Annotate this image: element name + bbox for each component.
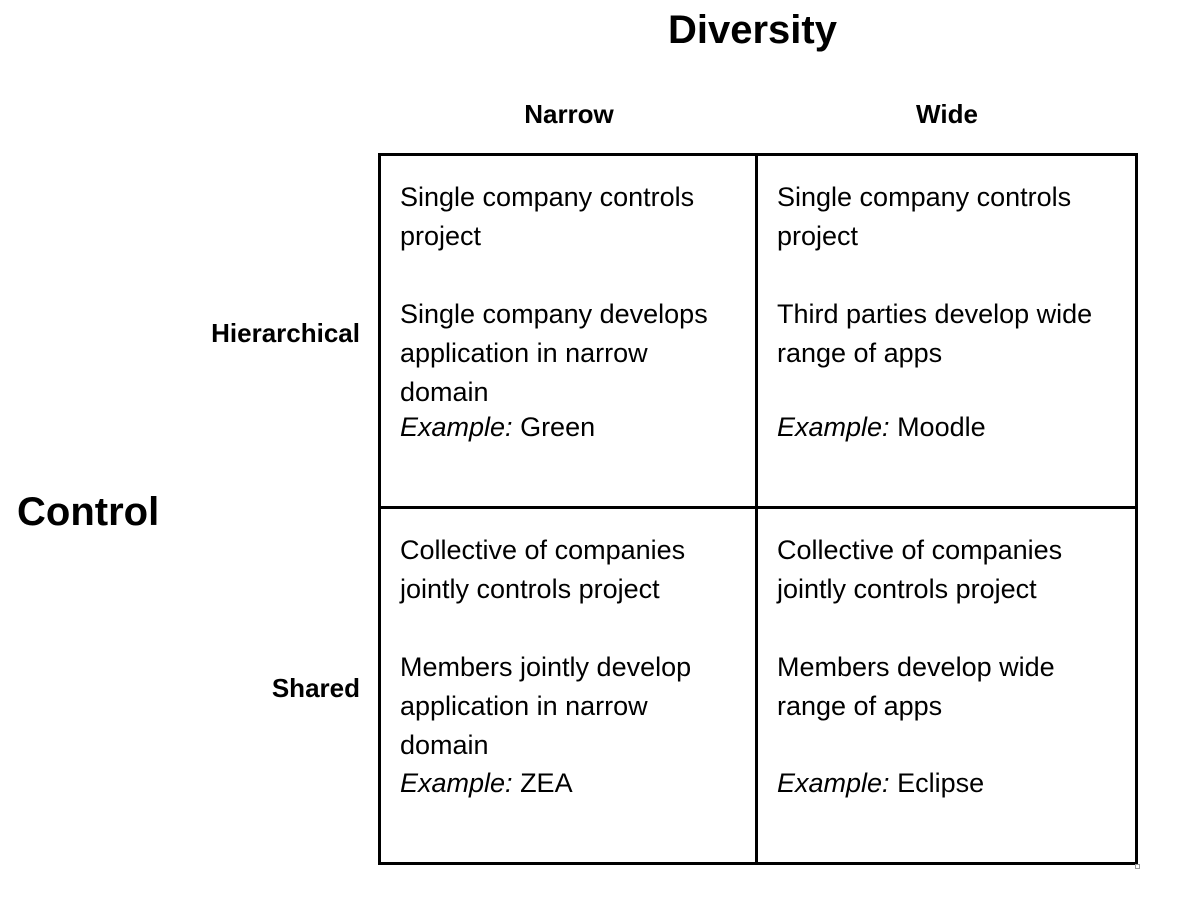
- example-label: Example:: [400, 412, 513, 442]
- column-label-wide: Wide: [916, 99, 978, 129]
- example-label: Example:: [400, 768, 513, 798]
- quadrant-grid: Single company controls project Single c…: [378, 153, 1138, 865]
- cell-shared-wide: Collective of companies jointly controls…: [758, 509, 1135, 862]
- column-label-narrow: Narrow: [524, 99, 614, 129]
- cell-example: Example: Moodle: [777, 408, 986, 447]
- cell-shared-narrow: Collective of companies jointly controls…: [381, 509, 758, 862]
- cell-development-text: Third parties develop wide range of apps: [777, 299, 1093, 368]
- example-value: ZEA: [512, 768, 573, 798]
- cell-example: Example: ZEA: [400, 764, 573, 803]
- example-value: Eclipse: [889, 768, 985, 798]
- control-axis-title: Control: [17, 490, 160, 534]
- resize-handle: [1135, 864, 1140, 869]
- cell-hierarchical-wide: Single company controls project Third pa…: [758, 156, 1135, 509]
- cell-hierarchical-narrow: Single company controls project Single c…: [381, 156, 758, 509]
- cell-control-text: Collective of companies jointly controls…: [777, 535, 1063, 604]
- cell-development-text: Single company develops application in n…: [400, 299, 708, 407]
- diversity-axis-title: Diversity: [668, 8, 837, 52]
- row-label-hierarchical: Hierarchical: [211, 318, 360, 348]
- row-label-shared: Shared: [271, 673, 360, 703]
- cell-development-text: Members jointly develop application in n…: [400, 652, 692, 760]
- example-value: Green: [512, 412, 596, 442]
- example-label: Example:: [777, 768, 890, 798]
- cell-control-text: Single company controls project: [777, 182, 1072, 251]
- example-label: Example:: [777, 412, 890, 442]
- cell-example: Example: Eclipse: [777, 764, 984, 803]
- cell-development-text: Members develop wide range of apps: [777, 652, 1055, 721]
- cell-control-text: Single company controls project: [400, 182, 695, 251]
- cell-control-text: Collective of companies jointly controls…: [400, 535, 686, 604]
- cell-example: Example: Green: [400, 408, 595, 447]
- example-value: Moodle: [889, 412, 986, 442]
